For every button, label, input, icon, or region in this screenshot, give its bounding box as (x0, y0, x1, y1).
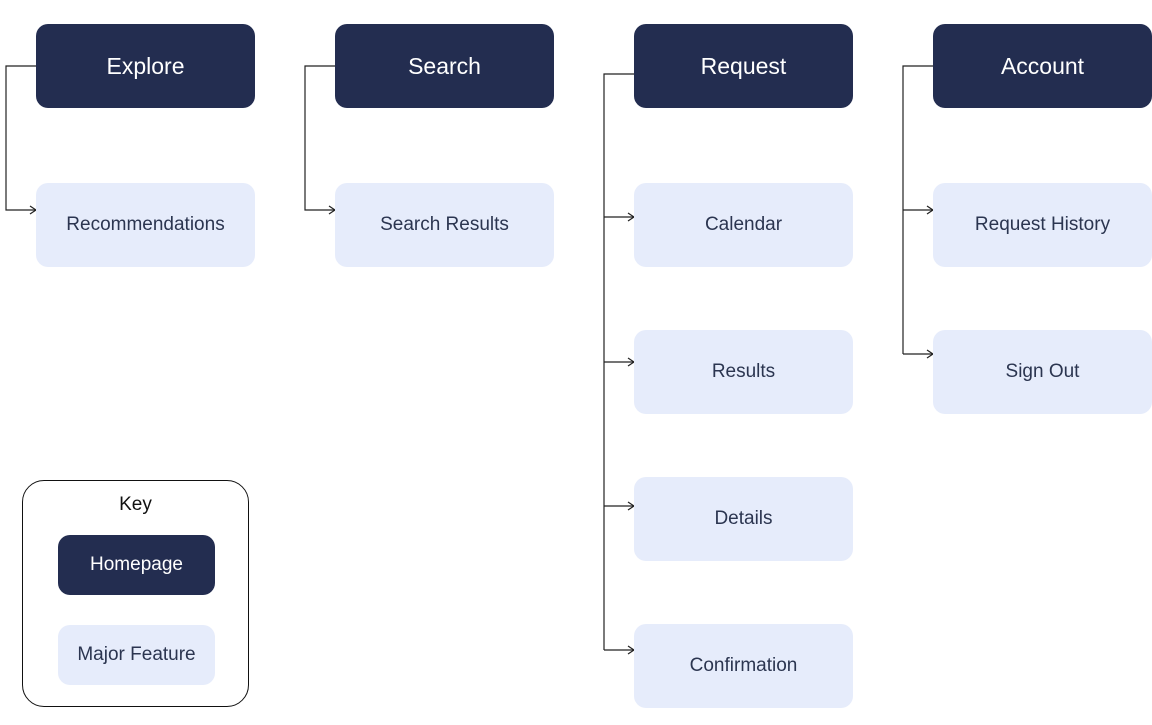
feature-confirmation: Confirmation (634, 624, 853, 708)
homepage-request: Request (634, 24, 853, 108)
feature-recommendations: Recommendations (36, 183, 255, 267)
feature-details: Details (634, 477, 853, 561)
feature-calendar: Calendar (634, 183, 853, 267)
connector-explore-recommendations (5, 65, 36, 211)
connector-request-trunk (603, 73, 634, 650)
connector-account-trunk (902, 65, 933, 354)
homepage-search: Search (335, 24, 554, 108)
homepage-explore: Explore (36, 24, 255, 108)
legend-title: Key (119, 494, 152, 515)
feature-sign-out: Sign Out (933, 330, 1152, 414)
connector-search-search-results (304, 65, 335, 211)
feature-results: Results (634, 330, 853, 414)
feature-request-history: Request History (933, 183, 1152, 267)
legend-homepage-swatch: Homepage (58, 535, 215, 595)
legend-key: Key Homepage Major Feature (22, 480, 249, 707)
feature-search-results: Search Results (335, 183, 554, 267)
homepage-account: Account (933, 24, 1152, 108)
legend-feature-swatch: Major Feature (58, 625, 215, 685)
